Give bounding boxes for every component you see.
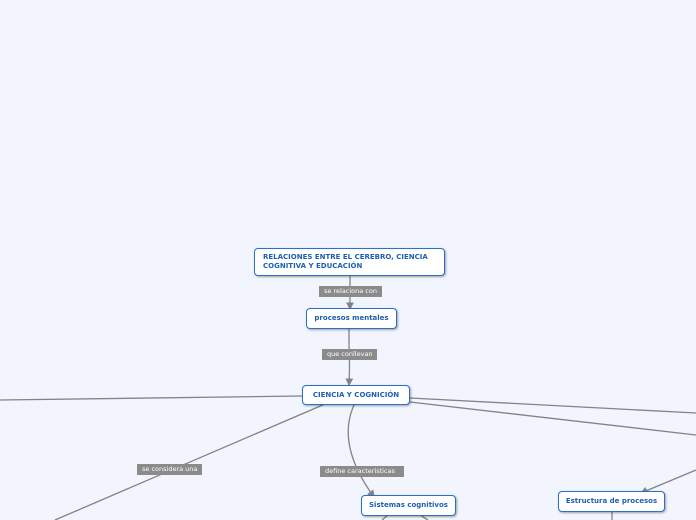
connector-ciencia-right-upper bbox=[409, 397, 696, 414]
link-label-se-considera-una: se considera una bbox=[137, 464, 202, 475]
node-procesos-mentales[interactable]: procesos mentales bbox=[306, 308, 397, 329]
connector-ciencia-considera bbox=[54, 403, 326, 520]
node-ciencia-y-cognicion[interactable]: CIENCIA Y COGNICIÓN bbox=[302, 385, 410, 405]
link-label-que-conllevan: que conllevan bbox=[322, 349, 377, 360]
connector-procesos-ciencia bbox=[345, 328, 354, 387]
connector-ciencia-sistemas bbox=[347, 404, 375, 499]
link-label-define-caracteristicas: define características bbox=[320, 466, 404, 477]
node-root-relaciones[interactable]: RELACIONES ENTRE EL CEREBRO, CIENCIA COG… bbox=[254, 248, 445, 276]
node-sistemas-cognitivos[interactable]: Sistemas cognitivos bbox=[361, 495, 456, 516]
connector-ciencia-left bbox=[0, 395, 303, 401]
link-label-se-relaciona-con: se relaciona con bbox=[319, 286, 382, 297]
connector-ciencia-right-lower bbox=[409, 401, 696, 436]
connector-right-estructura bbox=[639, 469, 696, 495]
node-estructura-de-procesos[interactable]: Estructura de procesos bbox=[558, 491, 665, 512]
